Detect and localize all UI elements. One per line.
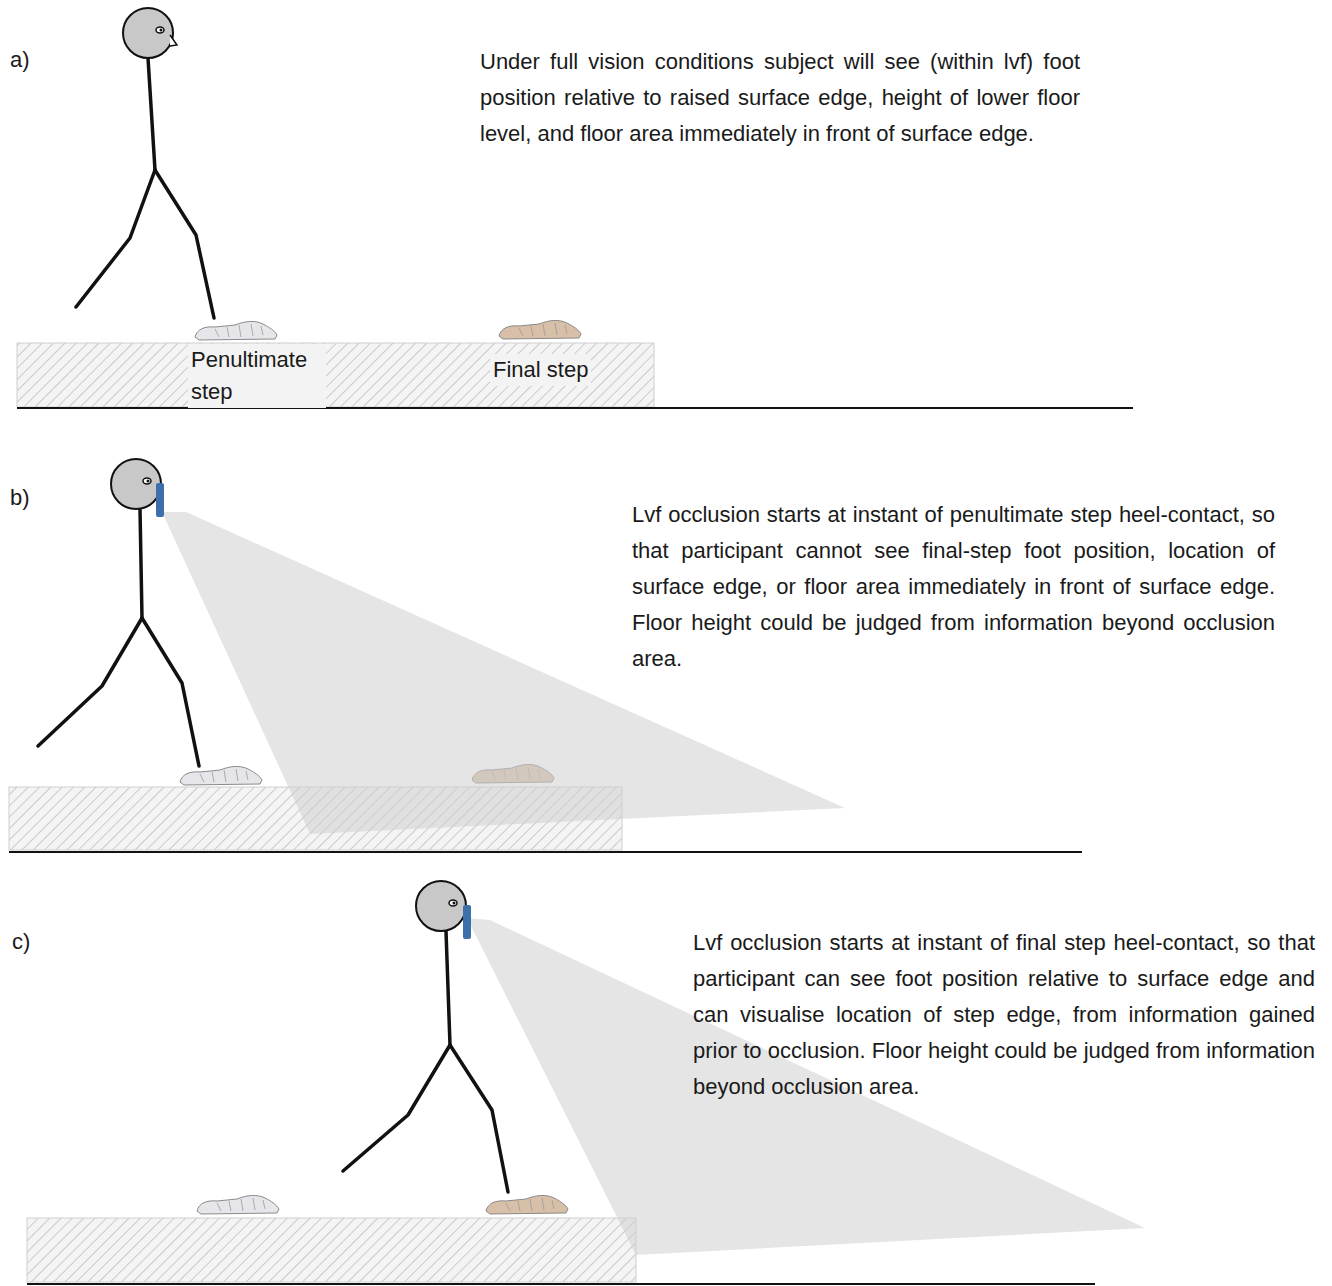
- head: [416, 881, 466, 931]
- stick-figure: [343, 931, 508, 1192]
- penultimate-foot: [180, 766, 262, 785]
- floor-line: [27, 1283, 1095, 1285]
- pupil: [453, 902, 456, 905]
- penultimate-foot: [197, 1195, 279, 1214]
- eye: [449, 900, 457, 906]
- pupil: [147, 480, 150, 483]
- step-label: Penultimate step: [188, 344, 326, 408]
- eye: [143, 478, 151, 484]
- raised-surface: [17, 343, 654, 407]
- final-foot: [486, 1195, 568, 1214]
- nose: [170, 35, 177, 46]
- occlusion-goggles: [463, 905, 471, 939]
- penultimate-foot: [195, 321, 277, 340]
- head: [111, 459, 161, 509]
- panel-note: Under full vision conditions subject wil…: [480, 44, 1080, 152]
- panel-note: Lvf occlusion starts at instant of penul…: [632, 497, 1275, 677]
- panel-a-illustration: [17, 8, 1133, 408]
- stick-figure: [38, 509, 199, 766]
- floor-line: [9, 851, 1082, 853]
- panel-letter: c): [12, 924, 30, 960]
- occlusion-goggles: [156, 483, 164, 517]
- head: [123, 8, 173, 58]
- final-foot: [499, 320, 581, 339]
- panel-letter: a): [10, 42, 30, 78]
- pupil: [160, 29, 163, 32]
- panel-letter: b): [10, 480, 30, 516]
- stick-figure: [76, 58, 214, 318]
- panel-note: Lvf occlusion starts at instant of final…: [693, 925, 1315, 1105]
- eye: [156, 27, 164, 33]
- floor-line: [17, 407, 1133, 409]
- step-label: Final step: [490, 354, 591, 386]
- raised-surface: [27, 1218, 636, 1282]
